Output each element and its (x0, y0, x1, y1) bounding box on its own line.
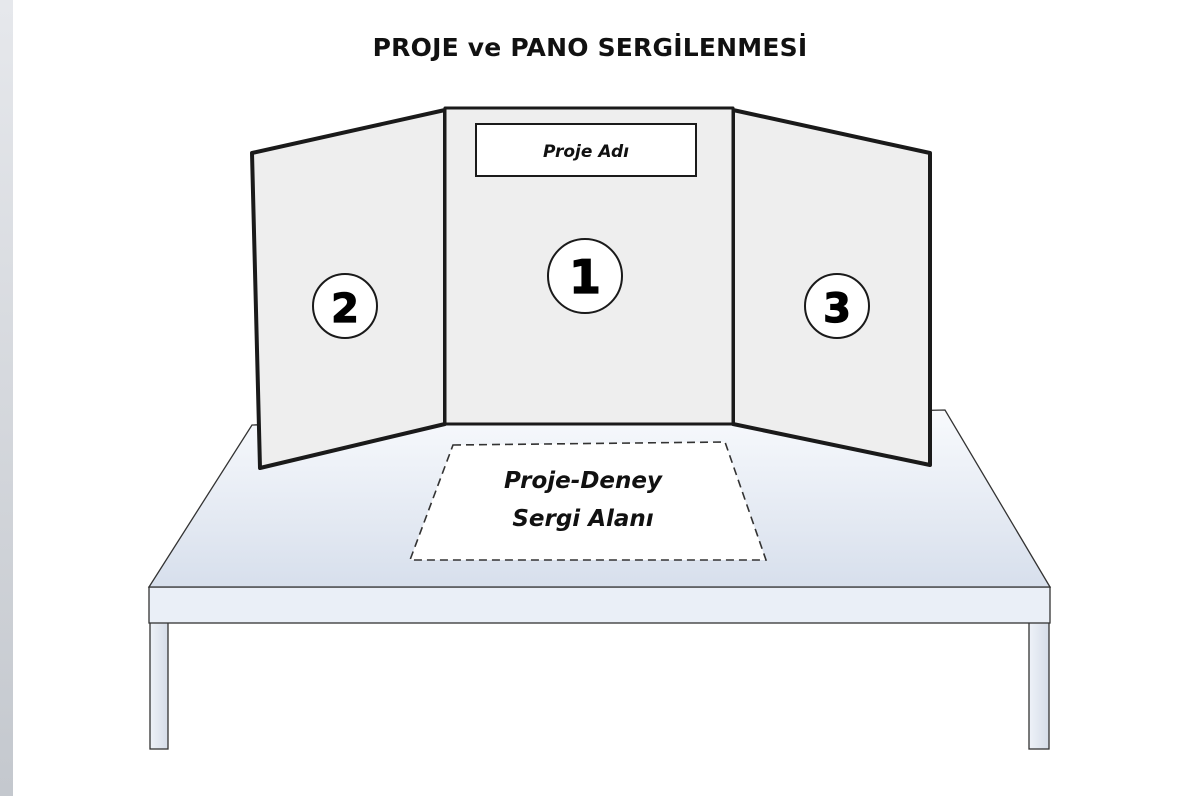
panel-number-3: 3 (823, 286, 851, 332)
trifold-board: Proje Adı 1 2 3 (252, 108, 930, 468)
exhibit-area: Proje-Deney Sergi Alanı (410, 442, 766, 560)
exhibit-area-label-line2: Sergi Alanı (512, 506, 653, 532)
exhibit-area-outline (410, 442, 766, 560)
table-leg-left (150, 622, 168, 749)
panel-number-2: 2 (331, 286, 359, 332)
table-leg-right (1029, 622, 1049, 749)
exhibit-area-label-line1: Proje-Deney (504, 468, 663, 494)
project-name-label: Proje Adı (543, 142, 629, 162)
panel-number-1: 1 (569, 250, 601, 304)
table-apron (149, 587, 1050, 623)
